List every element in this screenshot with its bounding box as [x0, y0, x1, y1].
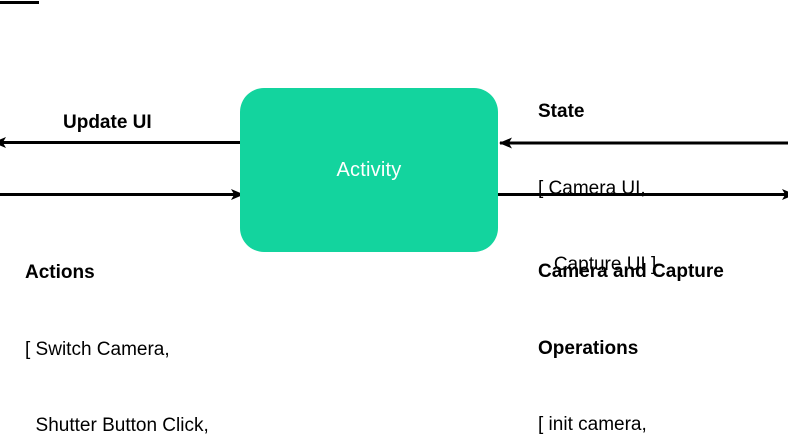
state-heading: State: [538, 101, 585, 122]
edge-label-update-ui: Update UI: [63, 112, 152, 133]
activity-node-label: Activity: [336, 158, 402, 181]
camera-operations-line: [ init camera,: [538, 414, 647, 435]
camera-operations-heading-line2: Operations: [538, 337, 639, 359]
actions-line: [ Switch Camera,: [25, 338, 170, 360]
actions-line: Shutter Button Click,: [25, 415, 209, 436]
actions-block: Actions [ Switch Camera, Shutter Button …: [25, 209, 255, 444]
state-line: [ Camera UI,: [538, 177, 646, 199]
state-line: Capture UI ]: [538, 254, 657, 275]
actions-heading: Actions: [25, 262, 95, 283]
camera-operations-heading-line1: Camera and Capture: [538, 261, 724, 282]
camera-operations-block: Camera and Capture Operations [ init cam…: [538, 208, 724, 444]
activity-node[interactable]: Activity: [240, 88, 498, 252]
crop-artifact-line: [0, 1, 39, 4]
state-block: State [ Camera UI, Capture UI ]: [538, 48, 656, 329]
